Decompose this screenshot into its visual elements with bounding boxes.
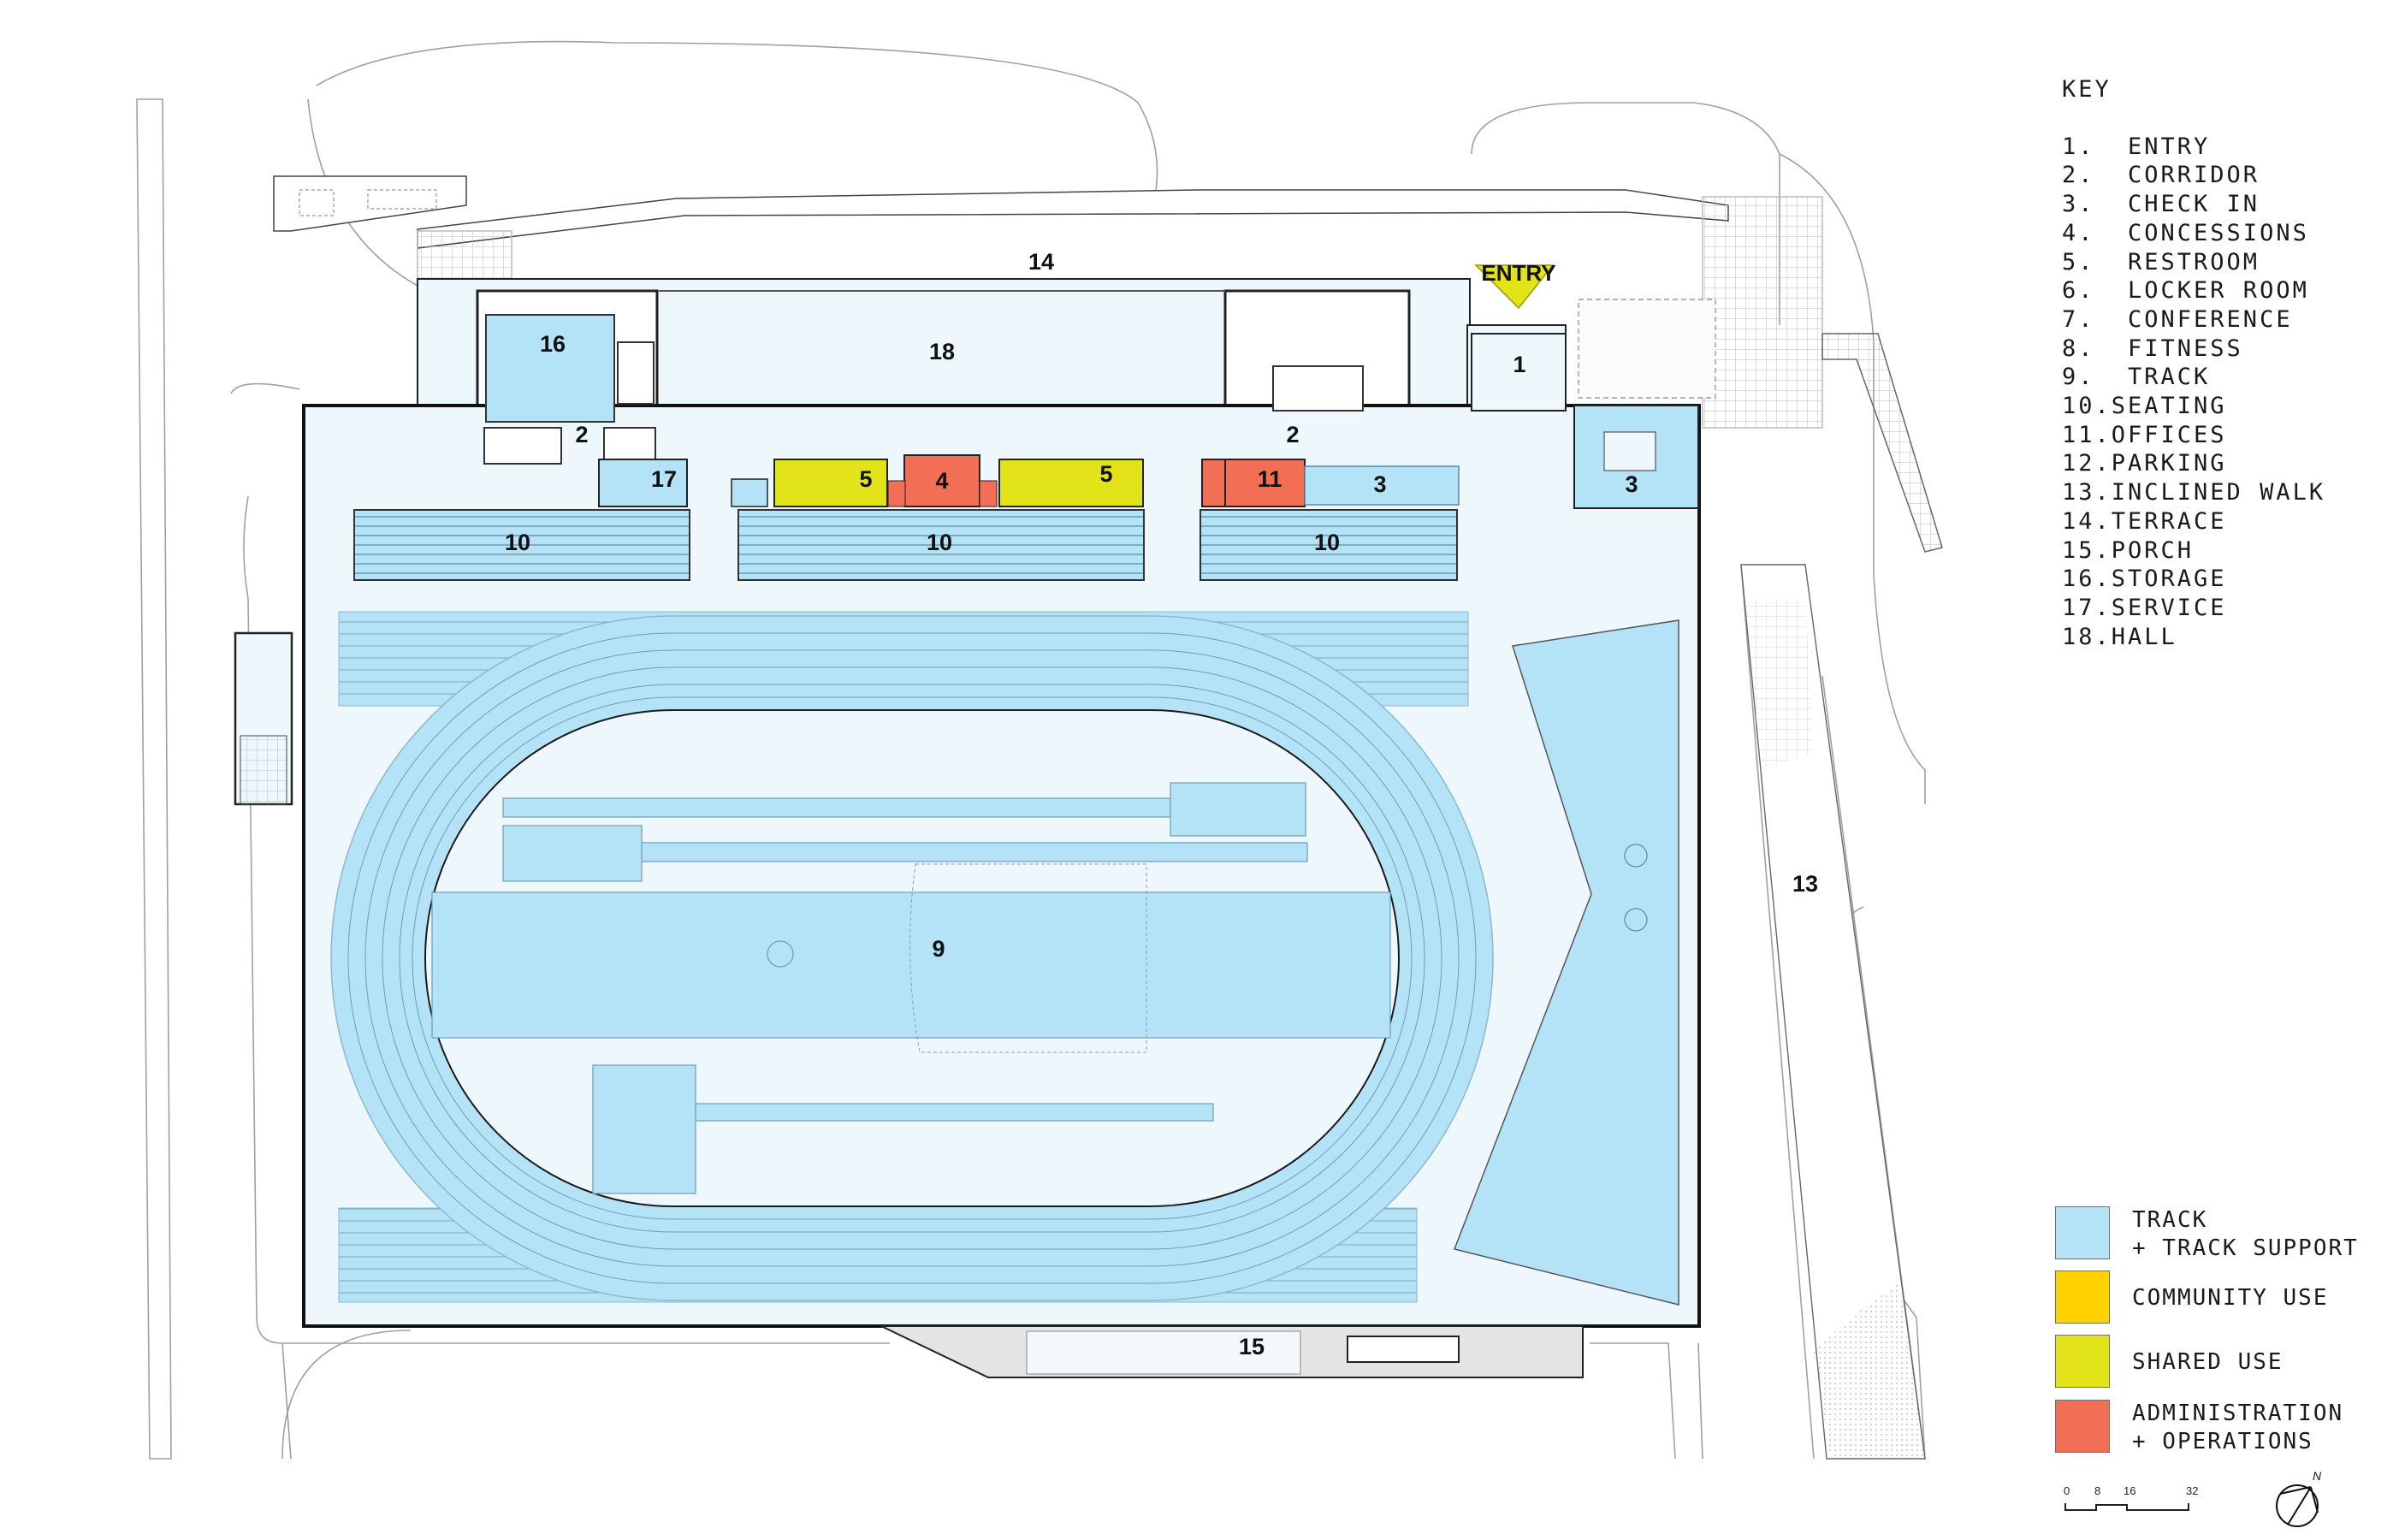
key-title: KEY bbox=[2062, 76, 2112, 103]
legend-label-track: TRACK + TRACK SUPPORT bbox=[2132, 1207, 2359, 1261]
legend-swatch-track bbox=[2055, 1206, 2110, 1259]
scale-tick-32: 32 bbox=[2186, 1484, 2199, 1497]
room-number-label: 1 bbox=[1513, 352, 1525, 377]
room-number-label: 4 bbox=[935, 468, 948, 494]
room-concessions bbox=[903, 454, 980, 507]
key-item: 13.INCLINED WALK bbox=[2062, 479, 2326, 506]
porch bbox=[880, 1325, 1584, 1378]
room-check-in-desk bbox=[1304, 465, 1460, 506]
room-restroom-right bbox=[998, 459, 1144, 507]
key-item: 15.PORCH bbox=[2062, 536, 2195, 564]
room-storage bbox=[485, 314, 615, 423]
key-item: 10.SEATING bbox=[2062, 393, 2227, 420]
entry-arrow bbox=[1474, 264, 1555, 310]
north-arrow-icon: N bbox=[2276, 1469, 2322, 1527]
room-number-label: 3 bbox=[1373, 471, 1386, 497]
room-entry bbox=[1471, 333, 1567, 412]
key-item: 6. LOCKER ROOM bbox=[2062, 277, 2309, 305]
room-labels: 14 16 18 1 2 2 17 5 4 5 11 3 3 10 10 10 13 9 15 bbox=[505, 249, 1818, 1359]
legend-item-shared: SHARED USE bbox=[2055, 1335, 2397, 1391]
room-number-label: 15 bbox=[1239, 1334, 1265, 1359]
north-label: N bbox=[2313, 1469, 2322, 1483]
room-number-label: 14 bbox=[1028, 249, 1054, 275]
room-number-label: 13 bbox=[1792, 871, 1818, 897]
scale-tick-0: 0 bbox=[2064, 1484, 2070, 1497]
legend-label-shared: SHARED USE bbox=[2132, 1349, 2283, 1375]
legend-swatch-community bbox=[2055, 1270, 2110, 1324]
room-number-label: 3 bbox=[1625, 471, 1638, 497]
legend-swatch-shared bbox=[2055, 1335, 2110, 1388]
key-item: 5. RESTROOM bbox=[2062, 248, 2260, 275]
room-number-label: 5 bbox=[859, 466, 872, 492]
key-item: 16.STORAGE bbox=[2062, 566, 2227, 593]
legend-label-admin: ADMINISTRATION + OPERATIONS bbox=[2132, 1401, 2344, 1454]
legend-swatch-admin bbox=[2055, 1400, 2110, 1453]
infield bbox=[431, 782, 1391, 1194]
scale-tick-16: 16 bbox=[2124, 1484, 2136, 1497]
room-number-label: 11 bbox=[1258, 466, 1282, 492]
legend-item-track: TRACK + TRACK SUPPORT bbox=[2055, 1206, 2397, 1263]
key-item: 7. CONFERENCE bbox=[2062, 305, 2293, 333]
scale-bar: 0 8 16 32 bbox=[2062, 1484, 2216, 1519]
room-number-label: 10 bbox=[1314, 530, 1340, 555]
key-item: 12.PARKING bbox=[2062, 450, 2227, 477]
key-list: KEY 1. ENTRY 2. CORRIDOR 3. CHECK IN 4. … bbox=[2062, 75, 2325, 651]
room-number-label: 2 bbox=[575, 422, 588, 447]
entry-label: ENTRY bbox=[1481, 260, 1555, 286]
site-context bbox=[136, 40, 1926, 1460]
room-number-label: 5 bbox=[1099, 461, 1112, 487]
room-number-label: 17 bbox=[651, 466, 677, 492]
scale-tick-8: 8 bbox=[2094, 1484, 2101, 1497]
key-item: 14.TERRACE bbox=[2062, 507, 2227, 535]
room-storage-small bbox=[731, 478, 768, 507]
key-item: 17.SERVICE bbox=[2062, 594, 2227, 621]
room-number-label: 10 bbox=[505, 530, 530, 555]
room-number-label: 9 bbox=[932, 936, 945, 962]
legend-item-admin: ADMINISTRATION + OPERATIONS bbox=[2055, 1400, 2397, 1456]
room-number-label: 16 bbox=[540, 331, 566, 357]
seating-right bbox=[1200, 509, 1458, 581]
key-item: 9. TRACK bbox=[2062, 364, 2211, 391]
key-item: 11.OFFICES bbox=[2062, 421, 2227, 448]
key-item: 4. CONCESSIONS bbox=[2062, 219, 2309, 246]
room-number-label: 18 bbox=[929, 339, 955, 364]
key-item: 2. CORRIDOR bbox=[2062, 162, 2260, 189]
room-number-label: 10 bbox=[927, 530, 952, 555]
throws-area bbox=[1453, 619, 1679, 1306]
room-service bbox=[598, 459, 688, 507]
legend-item-community: COMMUNITY USE bbox=[2055, 1270, 2397, 1327]
infield-outline bbox=[909, 863, 1147, 1053]
seating-center bbox=[737, 509, 1145, 581]
north-arrow: N bbox=[2272, 1461, 2331, 1530]
seating-left bbox=[353, 509, 690, 581]
key-item: 18.HALL bbox=[2062, 623, 2177, 650]
key-item: 1. ENTRY bbox=[2062, 133, 2211, 160]
key-item: 8. FITNESS bbox=[2062, 335, 2243, 362]
legend-label-community: COMMUNITY USE bbox=[2132, 1285, 2329, 1311]
room-number-label: 2 bbox=[1286, 422, 1299, 447]
room-offices bbox=[1201, 459, 1306, 507]
room-restroom-left bbox=[773, 459, 888, 507]
key-item: 3. CHECK IN bbox=[2062, 191, 2260, 218]
scale-bar-graphic bbox=[2064, 1503, 2189, 1511]
